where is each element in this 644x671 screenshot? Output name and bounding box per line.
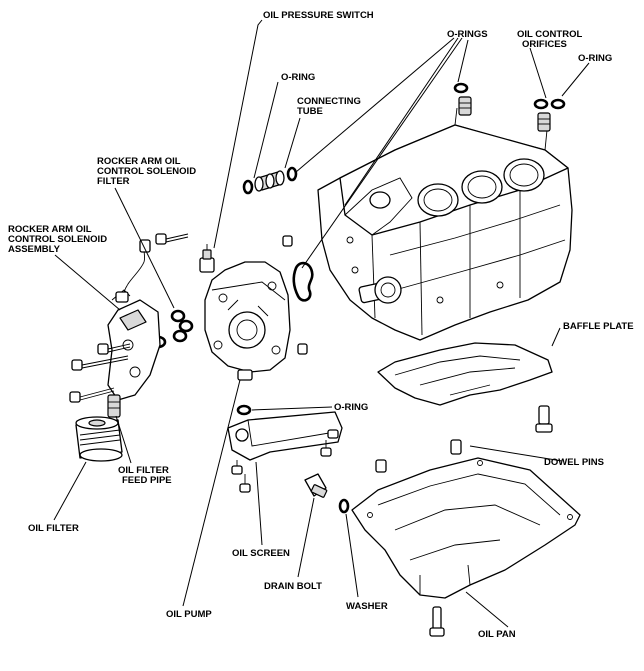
oil-pump-gasket bbox=[292, 261, 314, 302]
label-oil-pan: OIL PAN bbox=[478, 629, 516, 640]
oil-screen bbox=[227, 411, 343, 461]
label-oil-control-orifices-2: ORIFICES bbox=[522, 39, 567, 50]
connecting-tube bbox=[254, 170, 285, 192]
label-oil-screen: OIL SCREEN bbox=[232, 548, 290, 559]
pump-dowel-pin bbox=[282, 235, 293, 247]
oil-pan bbox=[351, 457, 581, 599]
engine-block bbox=[317, 107, 573, 341]
label-oil-filter-feed-pipe-2: FEED PIPE bbox=[122, 475, 172, 486]
solenoid-filter-ring-2 bbox=[178, 319, 194, 333]
baffle-plate bbox=[377, 342, 553, 406]
label-baffle-plate: BAFFLE PLATE bbox=[563, 321, 634, 332]
bolt-pump-top bbox=[155, 233, 189, 245]
label-solenoid-assembly-3: ASSEMBLY bbox=[8, 244, 61, 255]
label-oil-pump: OIL PUMP bbox=[166, 609, 212, 620]
bolt-solenoid-1 bbox=[97, 343, 131, 355]
label-o-ring-pump: O-RING bbox=[334, 402, 368, 413]
label-connecting-tube-2: TUBE bbox=[297, 106, 323, 117]
dowel-pin-2 bbox=[375, 459, 387, 473]
label-dowel-pins: DOWEL PINS bbox=[544, 457, 604, 468]
oil-filter bbox=[75, 416, 123, 462]
bolt-screen-3 bbox=[320, 440, 332, 457]
label-o-ring-connecting: O-RING bbox=[281, 72, 315, 83]
drain-bolt bbox=[304, 473, 328, 498]
label-oil-control-orifices-1: OIL CONTROL bbox=[517, 29, 582, 40]
bolt-screen-1 bbox=[231, 460, 243, 475]
pump-dowel-pin-lower bbox=[297, 343, 308, 355]
oil-pump bbox=[204, 261, 291, 381]
oil-control-orifice-right bbox=[537, 112, 551, 132]
washer bbox=[338, 498, 350, 514]
o-ring-tube-left bbox=[242, 179, 254, 195]
label-solenoid-filter-2: CONTROL SOLENOID bbox=[97, 166, 196, 177]
label-oil-pressure-switch: OIL PRESSURE SWITCH bbox=[263, 10, 374, 21]
bolt-solenoid-3 bbox=[69, 387, 115, 403]
o-ring-orifice-right bbox=[550, 98, 566, 110]
bolt-baffle bbox=[535, 405, 553, 433]
label-o-ring-top-right: O-RING bbox=[578, 53, 612, 64]
bolt-screen-2 bbox=[239, 474, 251, 493]
label-solenoid-assembly-2: CONTROL SOLENOID bbox=[8, 234, 107, 245]
rocker-arm-solenoid-assembly bbox=[107, 239, 161, 401]
label-o-rings: O-RINGS bbox=[447, 29, 488, 40]
o-ring-orifice-mid bbox=[533, 98, 549, 110]
label-solenoid-filter-3: FILTER bbox=[97, 176, 130, 187]
o-ring-pump bbox=[236, 404, 252, 416]
dowel-pin-1 bbox=[450, 439, 462, 455]
bolt-oil-pan bbox=[429, 606, 445, 637]
label-solenoid-filter-1: ROCKER ARM OIL bbox=[97, 156, 181, 167]
oil-filter-feed-pipe bbox=[107, 394, 121, 418]
solenoid-filter-ring-3 bbox=[172, 329, 188, 343]
label-washer: WASHER bbox=[346, 601, 388, 612]
o-ring-orifice-left bbox=[453, 82, 469, 94]
label-oil-filter-feed-pipe-1: OIL FILTER bbox=[118, 465, 169, 476]
oil-pressure-switch bbox=[199, 244, 215, 273]
label-oil-filter: OIL FILTER bbox=[28, 523, 79, 534]
leader-lines bbox=[53, 19, 590, 628]
solenoid-filter-ring-1 bbox=[170, 309, 186, 323]
bolt-solenoid-2 bbox=[71, 355, 129, 371]
o-ring-tube-right bbox=[286, 166, 298, 182]
label-solenoid-assembly-1: ROCKER ARM OIL bbox=[8, 224, 92, 235]
label-drain-bolt: DRAIN BOLT bbox=[264, 581, 322, 592]
oil-control-orifice-left bbox=[458, 96, 472, 116]
label-connecting-tube-1: CONNECTING bbox=[297, 96, 361, 107]
